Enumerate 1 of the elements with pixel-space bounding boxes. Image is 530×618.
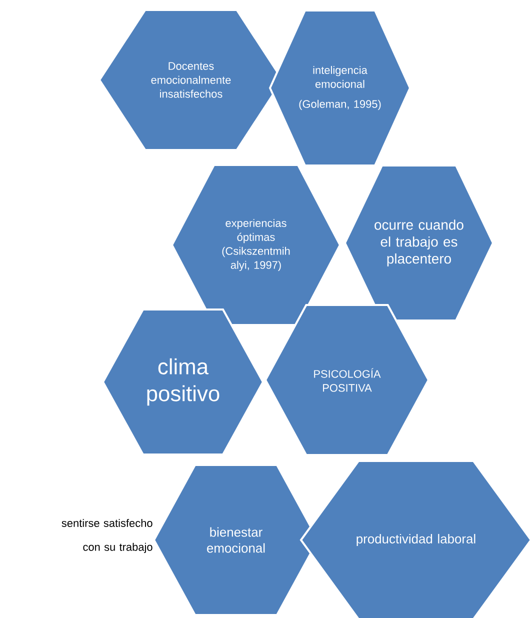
side-note: sentirse satisfecho con su trabajo (62, 518, 152, 554)
